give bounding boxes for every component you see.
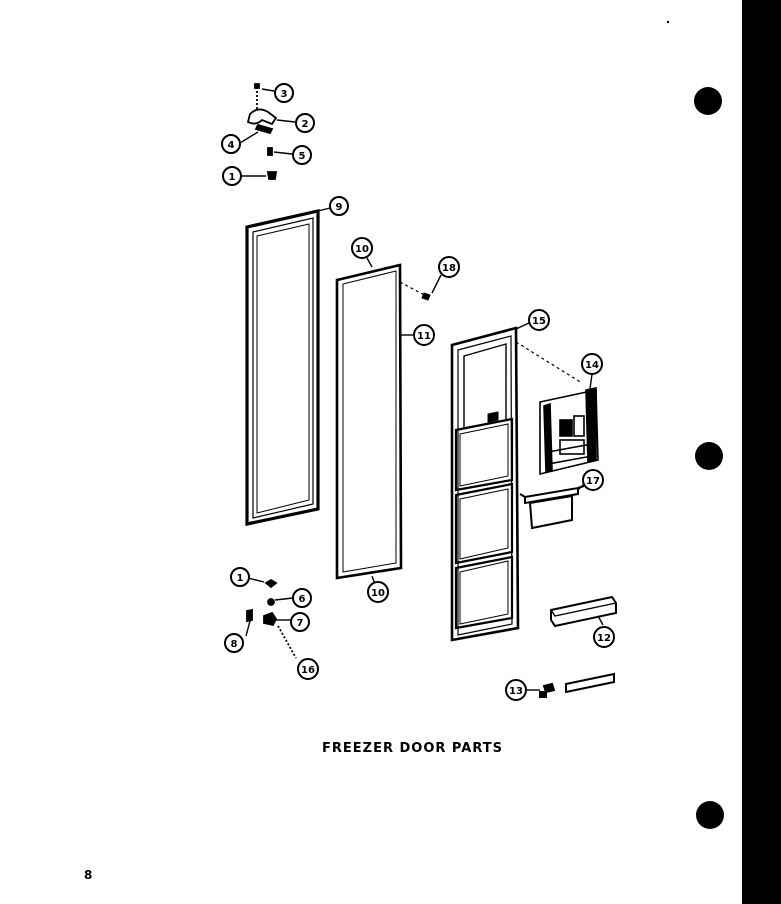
svg-text:8: 8: [231, 639, 238, 650]
callout-7: 7: [290, 612, 310, 632]
svg-text:2: 2: [302, 119, 309, 130]
svg-text:3: 3: [281, 89, 288, 100]
svg-text:17: 17: [586, 476, 600, 487]
callout-13: 13: [505, 679, 527, 701]
ice-bin: [519, 485, 585, 530]
svg-text:4: 4: [228, 140, 235, 151]
binding-edge: [742, 0, 781, 904]
callout-6: 6: [292, 588, 312, 608]
callout-1-top: 1: [222, 166, 242, 186]
door-shelf-bar: [550, 595, 617, 628]
punch-hole-top: [694, 87, 722, 115]
door-panel: [335, 263, 431, 580]
svg-text:15: 15: [532, 316, 546, 327]
callout-1-bottom: 1: [230, 567, 250, 587]
page-number: 8: [84, 868, 93, 882]
callout-8: 8: [224, 633, 244, 653]
svg-text:6: 6: [299, 594, 306, 605]
stray-dot: [666, 20, 670, 24]
svg-text:9: 9: [336, 202, 343, 213]
punch-hole-middle: [695, 442, 723, 470]
svg-text:18: 18: [442, 263, 456, 274]
callout-9: 9: [329, 196, 349, 216]
svg-text:10: 10: [355, 244, 369, 255]
door-gasket-frame: [245, 208, 320, 526]
callout-10-top: 10: [351, 237, 373, 259]
svg-text:11: 11: [417, 331, 431, 342]
callout-2: 2: [295, 113, 315, 133]
svg-text:14: 14: [585, 360, 599, 371]
top-hinge-assembly: [246, 83, 278, 180]
inner-door-liner: [450, 326, 583, 642]
callout-14: 14: [581, 353, 603, 375]
trim-strip: [539, 672, 615, 698]
bottom-hinge-assembly: [246, 578, 297, 659]
svg-text:13: 13: [509, 686, 523, 697]
callout-11: 11: [413, 324, 435, 346]
callout-10-bottom: 10: [367, 581, 389, 603]
callout-4: 4: [221, 134, 241, 154]
callout-16: 16: [297, 658, 319, 680]
callout-5: 5: [292, 145, 312, 165]
callout-12: 12: [593, 626, 615, 648]
svg-text:1: 1: [229, 172, 236, 183]
svg-text:1: 1: [237, 573, 244, 584]
callout-18-top: 18: [438, 256, 460, 278]
dispenser-housing: [539, 387, 599, 476]
svg-text:7: 7: [297, 618, 304, 629]
diagram-caption: FREEZER DOOR PARTS: [322, 741, 503, 756]
callout-17: 17: [582, 469, 604, 491]
svg-text:12: 12: [597, 633, 611, 644]
punch-hole-bottom: [696, 801, 724, 829]
leader-lines: [239, 88, 604, 691]
callout-15: 15: [528, 309, 550, 331]
svg-text:10: 10: [371, 588, 385, 599]
svg-text:5: 5: [299, 151, 306, 162]
callout-3: 3: [274, 83, 294, 103]
svg-text:16: 16: [301, 665, 315, 676]
